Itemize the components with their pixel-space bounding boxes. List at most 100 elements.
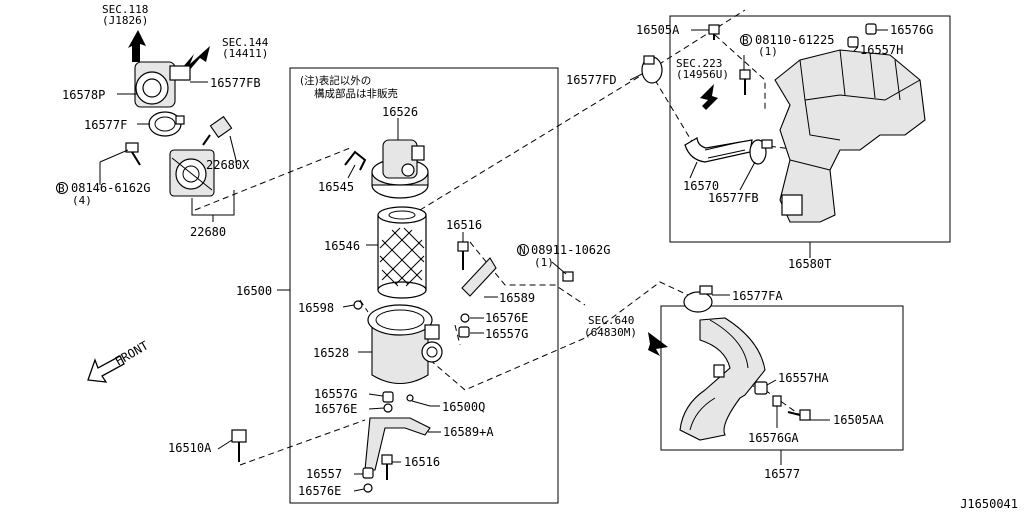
callout-16589a: 16589+A [443, 425, 494, 439]
callout-16576ga: 16576GA [748, 431, 799, 445]
callout-16557g-top: 16557G [485, 327, 528, 341]
air-cleaner-cover-16526 [371, 139, 429, 199]
callout-16577fa: 16577FA [732, 289, 783, 303]
callout-16516-top: 16516 [446, 218, 482, 232]
callout-16577: 16577 [764, 467, 800, 481]
b-symbol-right: B [742, 34, 749, 47]
callout-16528: 16528 [313, 346, 349, 360]
callout-16580t: 16580T [788, 257, 831, 271]
callout-16545: 16545 [318, 180, 354, 194]
callout-16576e-top: 16576E [485, 311, 528, 325]
grommet-16576e-mid [383, 403, 393, 413]
callout-16516-bottom: 16516 [404, 455, 440, 469]
callout-16510a: 16510A [168, 441, 212, 455]
bolt-08110 [739, 69, 751, 95]
nut-symbol-circle [517, 244, 529, 256]
leader [347, 164, 356, 179]
routing-line [714, 34, 766, 110]
grommet-16557ha [754, 381, 768, 395]
air-duct-assembly-frame [660, 305, 904, 451]
leader [99, 149, 129, 163]
callout-16578p: 16578P [62, 88, 105, 102]
hose-clamp-16577fb [749, 139, 773, 165]
arrow-up-left-icon [700, 84, 718, 110]
routing-line [649, 9, 746, 71]
sec144-ref: (14411) [222, 47, 268, 60]
hose-16570 [684, 137, 753, 163]
air-filter-element-16546 [377, 206, 427, 299]
throttle-chamber-22680 [169, 149, 215, 197]
sec223-ref: (14956U) [676, 68, 729, 81]
hose-clamp-16577fa [683, 285, 713, 313]
callout-16570: 16570 [683, 179, 719, 193]
sec640-label: SEC.640 [588, 314, 634, 327]
leader [229, 135, 237, 161]
front-label: FRONT [113, 338, 151, 368]
callout-16500: 16500 [236, 284, 272, 298]
routing-line [429, 281, 691, 391]
air-duct-16577 [679, 317, 766, 441]
bolt [125, 142, 141, 166]
leader [368, 407, 385, 410]
callout-16557g-mid: 16557G [314, 387, 357, 401]
leader [551, 261, 567, 275]
grommet-16557-bottom [362, 467, 374, 479]
air-cleaner-assembly-frame [289, 67, 559, 504]
leader [217, 439, 233, 450]
bolt-16516-bottom [381, 454, 393, 480]
leader [342, 304, 355, 308]
grommet-16557g [458, 326, 470, 338]
b-symbol: B [58, 182, 65, 195]
routing-line [469, 241, 586, 306]
callout-16577fd: 16577FD [566, 73, 617, 87]
leader [353, 488, 365, 492]
bolt-16505aa [787, 409, 811, 421]
mass-air-flow-sensor [134, 61, 191, 108]
resonator-16580t [774, 49, 926, 223]
front-direction-indicator [87, 355, 125, 383]
callout-16576g: 16576G [890, 23, 933, 37]
bolt-16510a [231, 429, 247, 462]
leader [739, 161, 756, 191]
bolt-symbol-circle [56, 182, 68, 194]
callout-16576e-bottom: 16576E [298, 484, 341, 498]
leader [368, 393, 384, 397]
grommet-16576ga [772, 395, 782, 407]
leader [411, 400, 440, 407]
grommet-16557g-mid [382, 391, 394, 403]
hose-clamp-16577f [148, 111, 185, 137]
callout-16557-bottom: 16557 [306, 467, 342, 481]
arrow-up-icon [128, 30, 146, 62]
callout-16557ha: 16557HA [778, 371, 829, 385]
fastener-08911-qty: (1) [534, 256, 554, 269]
routing-line [194, 147, 351, 211]
sensor-22680x [202, 115, 233, 146]
routing-line [454, 324, 461, 346]
callout-16505aa: 16505AA [833, 413, 884, 427]
note-line-1: (注)表記以外の [300, 74, 371, 87]
grommet-16557h [847, 36, 859, 48]
callout-16546: 16546 [324, 239, 360, 253]
callout-16526: 16526 [382, 105, 418, 119]
bolt-symbol-circle [740, 34, 752, 46]
callout-16598: 16598 [298, 301, 334, 315]
leader [629, 73, 643, 81]
bracket-16589 [461, 257, 497, 297]
callout-16557h: 16557H [860, 43, 903, 57]
callout-16577fb-top: 16577FB [210, 76, 261, 90]
fastener-08146-qty: (4) [72, 194, 92, 207]
note-line-2: 構成部品は非販売 [314, 87, 398, 100]
air-cleaner-housing-16528 [367, 304, 443, 385]
callout-22680x: 22680X [206, 158, 250, 172]
callout-22680: 22680 [190, 225, 226, 239]
bolt-16516-top [457, 241, 469, 270]
sec144-label: SEC.144 [222, 36, 269, 49]
sec640-ref: (64830M) [584, 326, 637, 339]
routing-line [239, 419, 366, 466]
leader [689, 161, 698, 179]
grommet-16576e [460, 313, 470, 323]
part-16500q [406, 394, 414, 402]
grommet-16576e-bottom [363, 483, 373, 493]
